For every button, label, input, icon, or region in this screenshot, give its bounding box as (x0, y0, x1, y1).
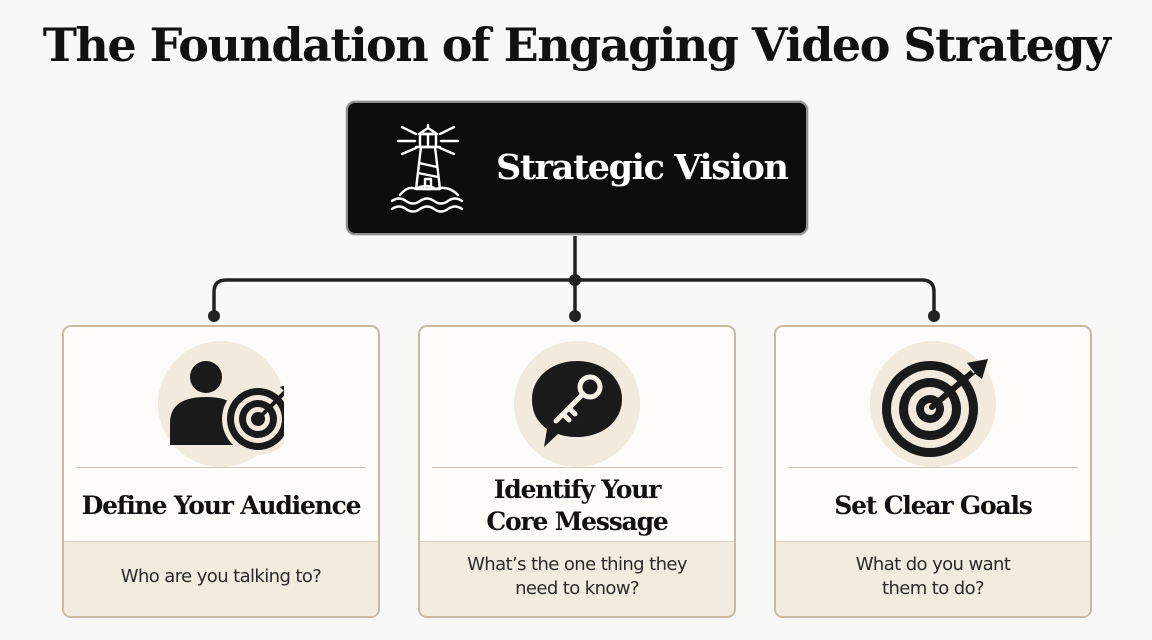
connector-branch-right (573, 278, 936, 318)
connector-node-center (569, 274, 581, 286)
card-title: Set Clear Goals (834, 491, 1033, 520)
icon-circle (158, 341, 284, 467)
page-title: The Foundation of Engaging Video Strateg… (42, 18, 1111, 72)
strategic-vision-label: Strategic Vision (496, 147, 789, 188)
card-core-message: Identify Your Core Message What’s the on… (418, 325, 736, 618)
card-title: Identify Your Core Message (486, 475, 668, 536)
connector-node-left (208, 310, 220, 322)
card-footer: What’s the one thing they need to know? (420, 541, 734, 616)
card-divider (788, 467, 1078, 468)
card-subtitle: What’s the one thing they need to know? (467, 554, 687, 599)
card-divider (432, 467, 722, 468)
connector-node-right (928, 310, 940, 322)
card-subtitle: What do you want them to do? (855, 554, 1011, 599)
icon-circle (870, 341, 996, 467)
card-set-goals: Set Clear Goals What do you want them to… (774, 325, 1092, 618)
card-define-audience: Define Your Audience Who are you talking… (62, 325, 380, 618)
lighthouse-icon (390, 123, 464, 213)
target-arrow-icon (882, 359, 988, 457)
card-divider (76, 467, 366, 468)
person-target-icon (170, 361, 284, 455)
key-speech-bubble-icon (532, 361, 622, 447)
card-subtitle: Who are you talking to? (120, 566, 322, 587)
card-footer: Who are you talking to? (64, 541, 378, 616)
icon-circle (514, 341, 640, 467)
connector-node-middle (569, 310, 581, 322)
connector-branch-left (212, 278, 577, 318)
strategic-vision-box: Strategic Vision (346, 101, 808, 235)
card-footer: What do you want them to do? (776, 541, 1090, 616)
card-title: Define Your Audience (81, 491, 362, 520)
